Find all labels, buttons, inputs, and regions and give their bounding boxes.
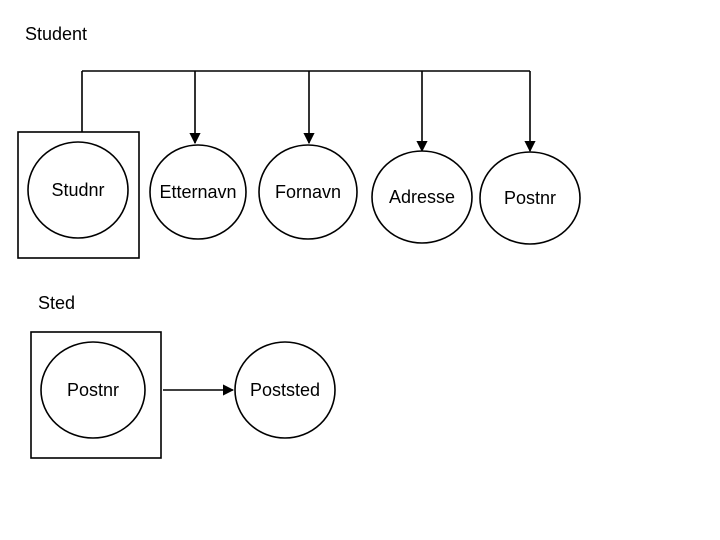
attribute-node-fornavn [258, 144, 358, 240]
attribute-node-adresse [371, 150, 473, 244]
attribute-label-adresse: Adresse [389, 187, 455, 207]
attribute-node-poststed [234, 341, 336, 439]
attribute-node-postnr [479, 151, 581, 245]
sted-title: Sted [38, 293, 75, 313]
attribute-node-etternavn [149, 144, 247, 240]
student-title: Student [25, 24, 87, 44]
attribute-label-fornavn: Fornavn [275, 182, 341, 202]
sted-key-label: Postnr [67, 380, 119, 400]
student-dependency-lines [81, 70, 536, 153]
student-key-label: Studnr [51, 180, 104, 200]
attribute-label-poststed: Poststed [250, 380, 320, 400]
student-key-node [27, 141, 129, 239]
attribute-label-etternavn: Etternavn [159, 182, 236, 202]
attribute-label-postnr: Postnr [504, 188, 556, 208]
sted-key-node [40, 341, 146, 439]
